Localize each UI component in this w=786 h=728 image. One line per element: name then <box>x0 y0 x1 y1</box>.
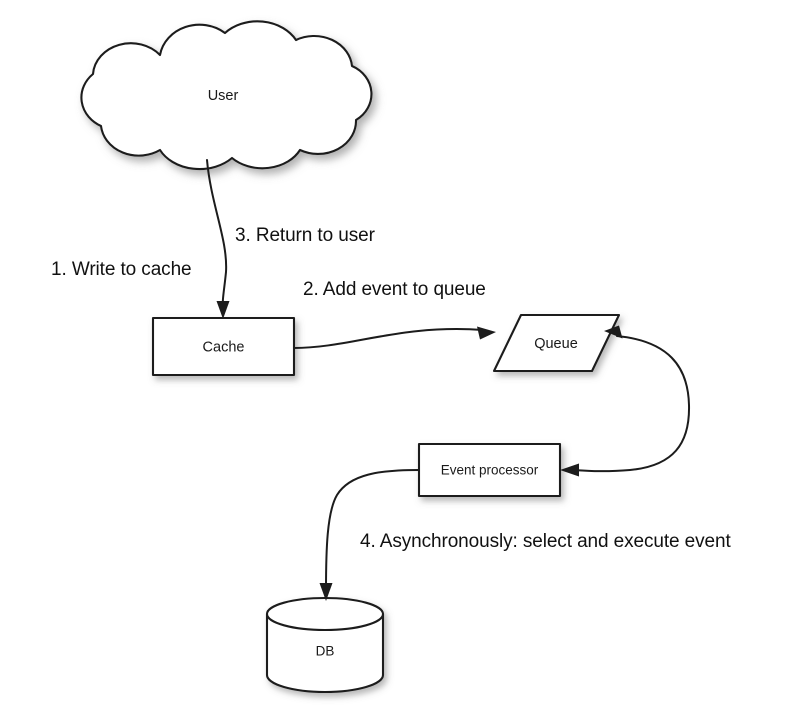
edge-event-processor-to-db-arrowhead <box>319 583 333 601</box>
db-top-ellipse <box>265 596 385 632</box>
node-user[interactable]: User <box>80 20 373 171</box>
edge-loop-arrowhead-event-processor <box>560 463 579 477</box>
cache-shape <box>151 316 296 377</box>
node-event-processor-label: Event processor <box>441 463 539 478</box>
node-user-label: User <box>208 88 239 104</box>
node-queue-label: Queue <box>534 336 578 352</box>
edge-label-step-4: 4. Asynchronously: select and execute ev… <box>360 531 731 552</box>
node-queue[interactable]: Queue <box>492 313 621 373</box>
edge-cache-to-queue-arrowhead <box>477 326 496 340</box>
node-db-label: DB <box>316 644 335 659</box>
edge-cache-to-queue <box>293 326 496 349</box>
cloud-shape <box>80 20 373 171</box>
edge-label-step-1: 1. Write to cache <box>51 259 192 280</box>
edge-user-to-cache-arrowhead <box>216 301 230 319</box>
node-cache[interactable]: Cache <box>151 316 296 377</box>
edge-loop-arrowhead-queue <box>604 325 623 339</box>
edge-queue-loop-line <box>572 335 691 473</box>
edge-queue-event-processor-loop <box>560 325 691 477</box>
queue-shape <box>492 313 621 373</box>
edge-label-step-2: 2. Add event to queue <box>303 279 486 300</box>
db-body <box>265 612 385 694</box>
edge-label-step-3: 3. Return to user <box>235 225 375 246</box>
edge-user-to-cache-line <box>206 159 228 311</box>
node-db[interactable]: DB <box>265 596 385 694</box>
edge-event-processor-to-db-line <box>325 469 420 591</box>
edge-event-processor-to-db <box>319 469 420 601</box>
node-cache-label: Cache <box>203 339 245 355</box>
edge-cache-to-queue-line <box>293 328 484 349</box>
edge-user-to-cache <box>206 159 230 319</box>
event-processor-shape <box>417 442 562 498</box>
node-event-processor[interactable]: Event processor <box>417 442 562 498</box>
